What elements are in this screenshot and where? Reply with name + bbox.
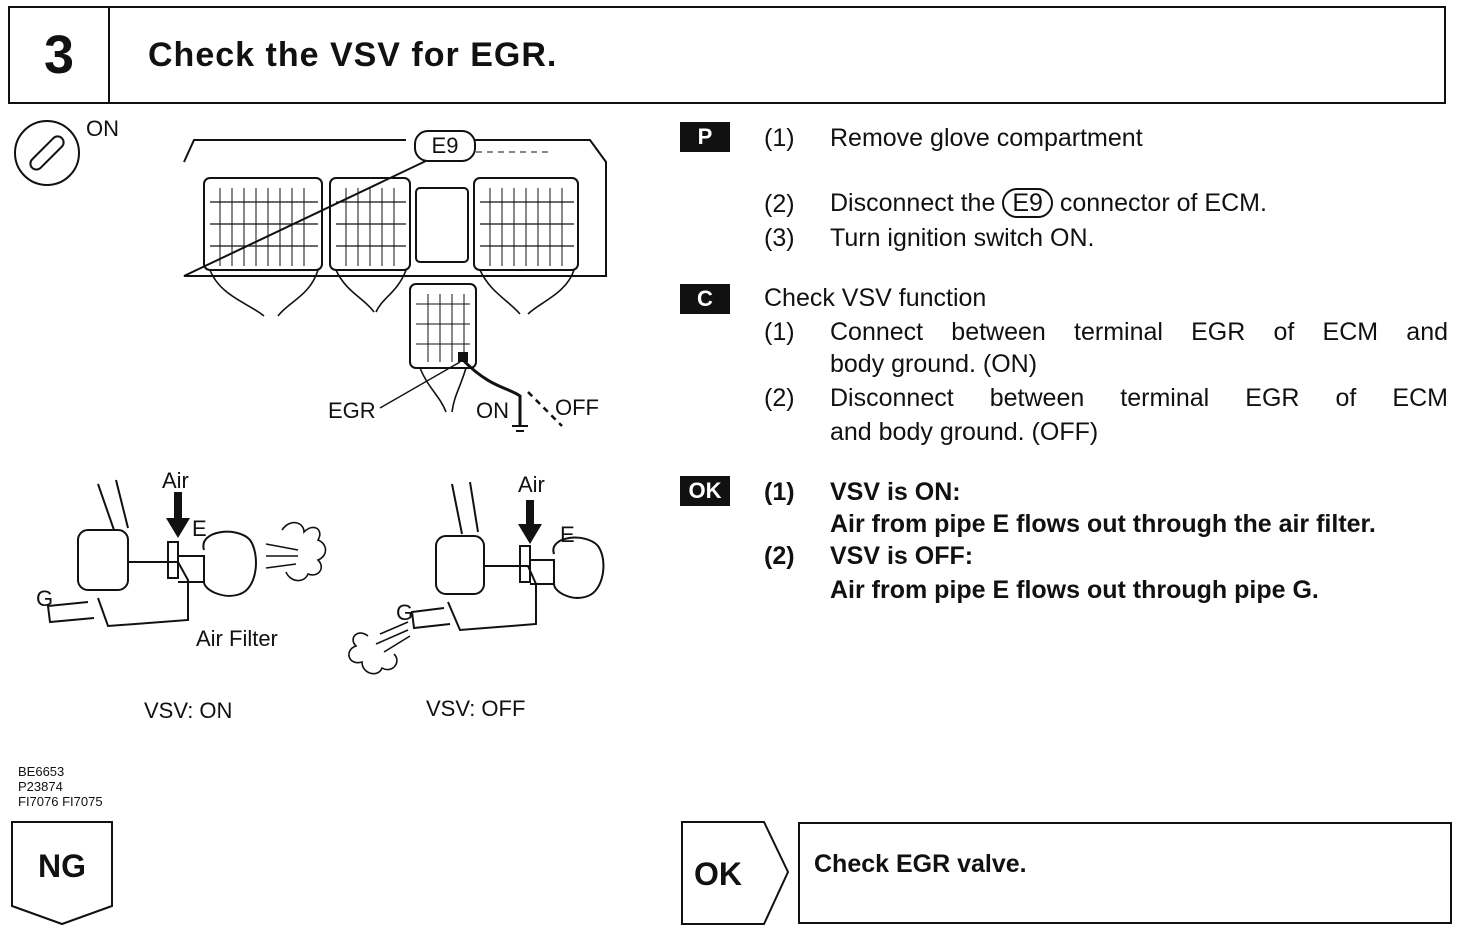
e9-connector-inline: E9: [1002, 188, 1053, 218]
ok-step-num: (1): [764, 478, 795, 506]
prep-badge: P: [680, 122, 730, 152]
prep-step-num: (1): [764, 124, 795, 152]
prep-step-post: connector of ECM.: [1059, 189, 1267, 217]
ng-result-box: [11, 821, 113, 926]
check-step-line: body ground. (ON): [830, 350, 1038, 378]
step-header: 3 Check the VSV for EGR.: [8, 6, 1446, 104]
vsv-on-filter-label: Air Filter: [196, 626, 278, 651]
ecm-connector-diagram: [183, 139, 607, 432]
vsv-on-diagram: [46, 479, 327, 628]
ground-off-label: OFF: [555, 395, 599, 420]
vsv-on-caption: VSV: ON: [144, 698, 233, 723]
vsv-off-caption: VSV: OFF: [426, 696, 526, 721]
figure-code: FI7076 FI7075: [18, 794, 103, 809]
prep-step-text: Disconnect the E9 connector of ECM.: [830, 188, 1267, 218]
check-badge: C: [680, 284, 730, 314]
vsv-off-diagram: [348, 481, 605, 675]
prep-step-text: Turn ignition switch ON.: [830, 224, 1095, 252]
next-action-box: Check EGR valve.: [798, 822, 1452, 924]
vsv-off-e-label: E: [560, 522, 575, 547]
ok-result-box: [681, 821, 790, 925]
check-step-line: Connect between terminal EGR of ECM and: [830, 318, 1448, 346]
ng-label: NG: [38, 848, 86, 884]
figure-code: BE6653: [18, 764, 65, 779]
prep-step-num: (3): [764, 224, 795, 252]
ok-step-num: (2): [764, 542, 795, 570]
check-step-line: Disconnect between terminal EGR of ECM: [830, 384, 1448, 412]
figure-codes: BE6653 P23874 FI7076 FI7075: [18, 764, 103, 809]
check-step-line: and body ground. (OFF): [830, 418, 1099, 446]
vsv-on-air-label: Air: [162, 468, 189, 493]
prep-step-pre: Disconnect the: [830, 189, 996, 217]
check-step-num: (2): [764, 384, 795, 412]
next-action-text: Check EGR valve.: [814, 850, 1027, 878]
e9-connector-label: E9: [414, 130, 476, 162]
prep-step-text: Remove glove compartment: [830, 124, 1143, 152]
ok-step-line: VSV is ON:: [830, 478, 961, 506]
step-number: 3: [10, 8, 110, 102]
vsv-off-g-label: G: [396, 600, 414, 625]
ok-label: OK: [694, 856, 742, 892]
ok-step-line: Air from pipe E flows out through pipe G…: [830, 576, 1319, 604]
ok-step-line: Air from pipe E flows out through the ai…: [830, 510, 1376, 538]
vsv-on-e-label: E: [192, 516, 207, 541]
ignition-on-label: ON: [86, 116, 119, 141]
figure-code: P23874: [18, 779, 63, 794]
egr-terminal-label: EGR: [328, 398, 376, 423]
prep-step-num: (2): [764, 190, 795, 218]
vsv-off-air-label: Air: [518, 472, 545, 497]
vsv-on-g-label: G: [36, 586, 54, 611]
ok-badge: OK: [680, 476, 730, 506]
ok-step-line: VSV is OFF:: [830, 542, 974, 570]
check-step-num: (1): [764, 318, 795, 346]
step-title: Check the VSV for EGR.: [148, 36, 558, 74]
ground-on-label: ON: [476, 398, 509, 423]
ignition-switch-icon: [14, 120, 80, 186]
check-title: Check VSV function: [764, 284, 987, 312]
